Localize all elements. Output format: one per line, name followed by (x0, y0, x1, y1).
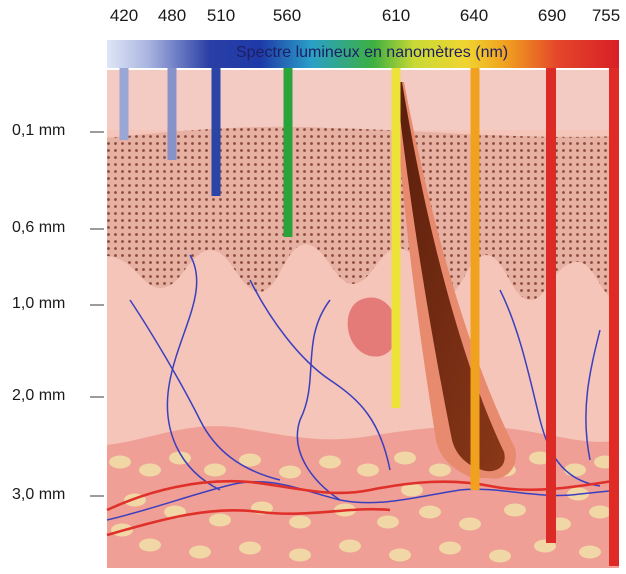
fat-cell (429, 464, 451, 477)
fat-cell (339, 540, 361, 553)
penetration-bar-755 (609, 68, 619, 566)
fat-cell (564, 464, 586, 477)
wavelength-label-420: 420 (110, 6, 138, 26)
fat-cell (239, 542, 261, 555)
spectrum-band-label: Spectre lumineux en nanomètres (nm) (236, 44, 508, 62)
fat-cell (189, 546, 211, 559)
depth-label-0-6mm: 0,6 mm (12, 219, 65, 237)
fat-cell (109, 456, 131, 469)
stratum-corneum (107, 70, 619, 130)
depth-label-3-0mm: 3,0 mm (12, 486, 65, 504)
fat-cell (579, 546, 601, 559)
fat-cell (419, 506, 441, 519)
fat-cell (489, 550, 511, 563)
wavelength-label-480: 480 (158, 6, 186, 26)
fat-cell (139, 539, 161, 552)
fat-cell (459, 518, 481, 531)
fat-cell (377, 516, 399, 529)
depth-label-0-1mm: 0,1 mm (12, 122, 65, 140)
fat-cell (289, 516, 311, 529)
wavelength-label-560: 560 (273, 6, 301, 26)
fat-cell (504, 504, 526, 517)
penetration-bar-690 (546, 68, 556, 543)
penetration-bar-420 (120, 68, 129, 140)
penetration-bar-560 (284, 68, 293, 237)
fat-cell (209, 514, 231, 527)
depth-ticks (90, 132, 104, 496)
penetration-bar-510 (212, 68, 221, 196)
depth-label-2-0mm: 2,0 mm (12, 387, 65, 405)
penetration-bar-640 (471, 68, 480, 490)
depth-label-1-0mm: 1,0 mm (12, 295, 65, 313)
fat-cell (439, 542, 461, 555)
fat-cell (389, 549, 411, 562)
penetration-bar-480 (168, 68, 177, 160)
wavelength-label-640: 640 (460, 6, 488, 26)
fat-cell (394, 452, 416, 465)
wavelength-label-690: 690 (538, 6, 566, 26)
penetration-bar-610 (392, 68, 401, 408)
fat-cell (289, 549, 311, 562)
fat-cell (319, 456, 341, 469)
wavelength-label-510: 510 (207, 6, 235, 26)
wavelength-label-755: 755 (592, 6, 620, 26)
fat-cell (279, 466, 301, 479)
fat-cell (589, 506, 611, 519)
fat-cell (357, 464, 379, 477)
wavelength-label-610: 610 (382, 6, 410, 26)
fat-cell (139, 464, 161, 477)
fat-cell (204, 464, 226, 477)
